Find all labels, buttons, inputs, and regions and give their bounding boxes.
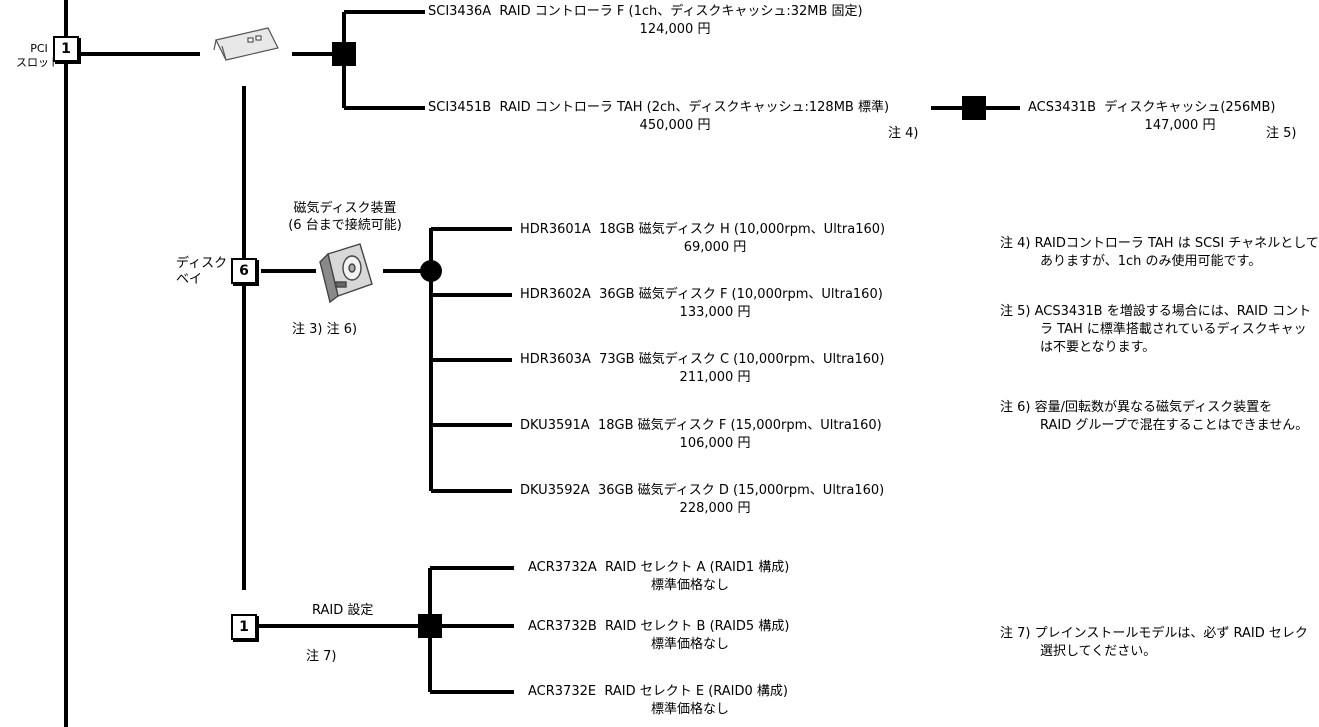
raid-select-junction-square (418, 614, 442, 638)
disk-item: HDR3603A 73GB 磁気ディスク C (10,000rpm、Ultra1… (520, 352, 884, 368)
disk-bay-label: ディスク (176, 256, 228, 271)
controller-junction-square (332, 42, 356, 66)
pci-slot-count-box: 1 (53, 36, 79, 62)
disk-bay-label-line2: ベイ (176, 272, 203, 287)
note-7-line1: 注 7) プレインストールモデルは、必ず RAID セレク (1000, 626, 1308, 641)
raid-setting-count-box: 1 (231, 614, 257, 640)
disk-desc: 36GB 磁気ディスク D (15,000rpm、Ultra160) (597, 483, 885, 498)
note-5-line2: ラ TAH に標準搭載されているディスクキャッ (1040, 322, 1307, 337)
disk-price: 69,000 円 (683, 240, 747, 255)
disk-price: 106,000 円 (679, 436, 751, 451)
controller-f-desc: RAID コントローラ F (1ch、ディスクキャッシュ:32MB 固定) (499, 4, 863, 19)
controller-tah-price: 450,000 円 (639, 118, 711, 133)
note-6-line1: 注 6) 容量/回転数が異なる磁気ディスク装置を (1000, 400, 1273, 415)
disk-device-subtitle: (6 台まで接続可能) (288, 218, 402, 233)
disk-bay-count-box: 6 (231, 258, 257, 284)
cache-option-model: ACS3431B (1028, 100, 1096, 115)
raid-select-item: ACR3732B RAID セレクト B (RAID5 構成) (528, 619, 789, 635)
disk-desc: 36GB 磁気ディスク F (10,000rpm、Ultra160) (599, 287, 883, 302)
disk-item: DKU3592A 36GB 磁気ディスク D (15,000rpm、Ultra1… (520, 483, 884, 499)
pci-slot-label: PCI (30, 42, 48, 55)
controller-tah-note: 注 4) (888, 126, 919, 141)
raid-select-price: 標準価格なし (650, 637, 729, 652)
disk-item: HDR3602A 36GB 磁気ディスク F (10,000rpm、Ultra1… (520, 287, 883, 303)
controller-tah-model: SCI3451B (428, 100, 492, 115)
raid-select-model: ACR3732A (528, 560, 597, 575)
disk-price: 133,000 円 (679, 305, 751, 320)
note-6-line2: RAID グループで混在することはできません。 (1040, 418, 1309, 433)
disk-price: 228,000 円 (679, 501, 751, 516)
note-4-line2: ありますが、1ch のみ使用可能です。 (1040, 254, 1262, 269)
disk-model: HDR3603A (520, 352, 591, 367)
disk-desc: 18GB 磁気ディスク F (15,000rpm、Ultra160) (597, 418, 882, 433)
raid-select-price: 標準価格なし (650, 702, 729, 717)
cache-option-item: ACS3431B ディスクキャッシュ(256MB) (1028, 100, 1275, 116)
disk-item: HDR3601A 18GB 磁気ディスク H (10,000rpm、Ultra1… (520, 222, 885, 238)
controller-tah-desc: RAID コントローラ TAH (2ch、ディスクキャッシュ:128MB 標準) (499, 100, 890, 115)
note-5-line3: は不要となります。 (1040, 340, 1156, 355)
raid-select-model: ACR3732E (528, 684, 597, 699)
disk-junction-dot (420, 260, 442, 282)
raid-select-desc: RAID セレクト A (RAID1 構成) (605, 560, 790, 575)
cache-option-desc: ディスクキャッシュ(256MB) (1104, 100, 1276, 115)
raid-select-desc: RAID セレクト E (RAID0 構成) (604, 684, 788, 699)
disk-desc: 18GB 磁気ディスク H (10,000rpm、Ultra160) (599, 222, 886, 237)
note-5-line1: 注 5) ACS3431B を増設する場合には、RAID コント (1000, 304, 1312, 319)
raid-setting-label: RAID 設定 (312, 603, 374, 618)
raid-select-desc: RAID セレクト B (RAID5 構成) (605, 619, 790, 634)
disk-device-title: 磁気ディスク装置 (293, 201, 397, 216)
raid-setting-note: 注 7) (306, 649, 337, 664)
controller-f-model: SCI3436A (428, 4, 492, 19)
raid-select-item: ACR3732A RAID セレクト A (RAID1 構成) (528, 560, 789, 576)
controller-tah-item: SCI3451B RAID コントローラ TAH (2ch、ディスクキャッシュ:… (428, 100, 889, 116)
disk-model: DKU3592A (520, 483, 590, 498)
cache-option-note: 注 5) (1266, 126, 1297, 141)
raid-select-model: ACR3732B (528, 619, 597, 634)
disk-model: DKU3591A (520, 418, 590, 433)
note-7-line2: 選択してください。 (1040, 644, 1157, 659)
note-4-line1: 注 4) RAIDコントローラ TAH は SCSI チャネルとして (1000, 236, 1319, 251)
pci-card-icon (213, 27, 279, 61)
controller-f-item: SCI3436A RAID コントローラ F (1ch、ディスクキャッシュ:32… (428, 4, 863, 20)
cache-junction-square (962, 96, 986, 120)
controller-f-price: 124,000 円 (639, 22, 711, 37)
disk-item: DKU3591A 18GB 磁気ディスク F (15,000rpm、Ultra1… (520, 418, 882, 434)
disk-device-notes: 注 3) 注 6) (292, 322, 358, 337)
raid-select-price: 標準価格なし (650, 578, 729, 593)
disk-drive-icon (319, 243, 373, 304)
pci-slot-label-line2: スロット (16, 56, 60, 69)
disk-price: 211,000 円 (679, 370, 751, 385)
raid-select-item: ACR3732E RAID セレクト E (RAID0 構成) (528, 684, 788, 700)
cache-option-price: 147,000 円 (1144, 118, 1216, 133)
disk-desc: 73GB 磁気ディスク C (10,000rpm、Ultra160) (599, 352, 885, 367)
disk-model: HDR3602A (520, 287, 591, 302)
disk-model: HDR3601A (520, 222, 591, 237)
